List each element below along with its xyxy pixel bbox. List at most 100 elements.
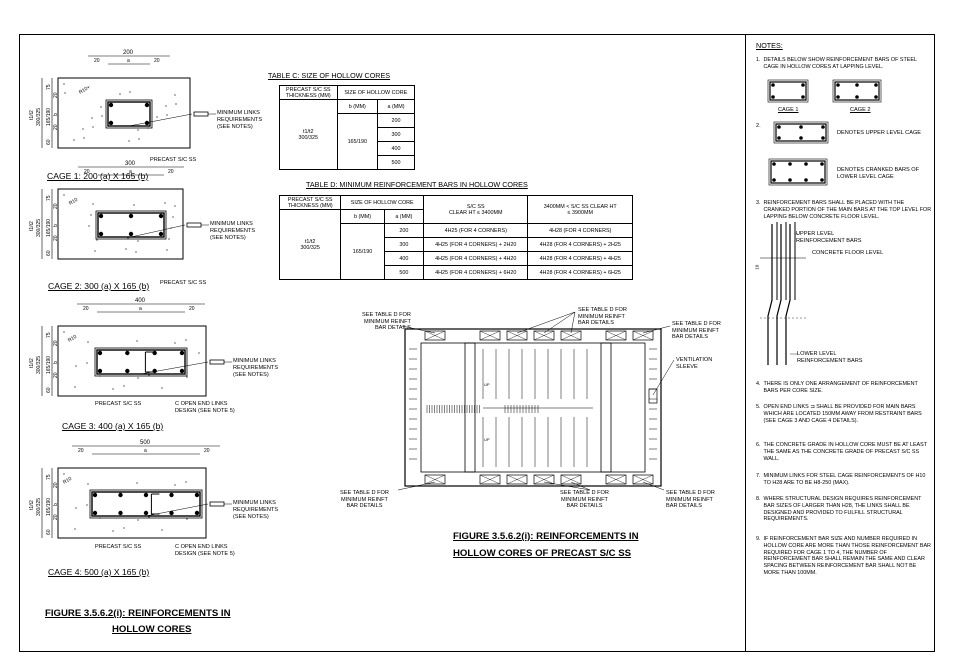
concrete-dot <box>123 385 125 387</box>
note-rebar <box>801 95 805 99</box>
side-dim: 20 <box>53 340 59 346</box>
concrete-dot <box>138 138 140 140</box>
links-note: (SEE NOTES) <box>233 372 269 378</box>
core-box <box>479 474 501 485</box>
concrete-dot <box>83 137 85 139</box>
note-cage2-link <box>834 81 880 101</box>
concrete-dot <box>137 519 139 521</box>
core-box <box>424 474 446 485</box>
cage-edge-dim: 20 <box>83 306 89 312</box>
figure-right-title-line1: FIGURE 3.5.6.2(i): REINFORCEMENTS IN <box>453 531 639 542</box>
cage-edge-dim: 20 <box>189 306 195 312</box>
note-dim-10: 10 <box>754 264 760 270</box>
concrete-dot <box>91 117 93 119</box>
concrete-dot <box>129 91 131 93</box>
concrete-dot <box>135 251 137 253</box>
concrete-dot <box>96 239 98 241</box>
rebar <box>169 510 174 516</box>
side-dim-b: b <box>53 361 59 364</box>
core-box-cross <box>632 330 654 341</box>
concrete-dot <box>174 342 176 344</box>
core-box-cross <box>533 474 555 485</box>
cage-edge-dim: 20 <box>168 169 174 175</box>
side-dim: 20 <box>53 124 59 130</box>
core-box <box>560 474 582 485</box>
core-box <box>479 330 501 341</box>
note-rebar <box>788 162 792 166</box>
links-note: REQUIREMENTS <box>233 507 279 513</box>
rebar <box>143 510 149 516</box>
core-box-cross <box>479 474 501 485</box>
concrete-dot <box>136 482 138 484</box>
note-cranked-cage-outer <box>768 158 828 186</box>
table-c-title: TABLE C: SIZE OF HOLLOW CORES <box>268 71 391 80</box>
rebar <box>125 350 130 356</box>
concrete-dot <box>86 362 88 364</box>
side-dim: 20 <box>53 235 59 241</box>
side-dim: 165/190 <box>46 356 52 374</box>
precast-label: PRECAST S/C SS <box>95 401 142 407</box>
core-box-cross <box>533 330 555 341</box>
rebar <box>125 368 130 374</box>
concrete-dot <box>86 504 88 506</box>
note-rebar <box>772 178 776 182</box>
table-d-c1: 4H25 (FOR 4 CORNERS) + 6H20 <box>423 265 529 280</box>
side-dim: 165/190 <box>46 108 52 126</box>
rebar <box>98 213 104 219</box>
open-end-link <box>144 351 154 373</box>
links-note: MINIMUM LINKS <box>210 221 253 227</box>
cage-width-dim: 300 <box>125 161 136 167</box>
note-7: 7.MINIMUM LINKS FOR STEEL CAGE REINFORCE… <box>756 473 926 486</box>
side-dim: 60 <box>46 387 52 393</box>
concrete-dot <box>125 248 127 250</box>
leader-line <box>128 113 193 127</box>
rebar <box>92 510 98 516</box>
note-rebar <box>799 125 803 129</box>
concrete-dot <box>63 83 65 85</box>
side-dim: 75 <box>46 84 52 90</box>
callout-leader <box>652 359 675 396</box>
cage-edge-dim: 20 <box>84 169 90 175</box>
rebar <box>118 510 123 516</box>
rebar <box>143 492 149 498</box>
links-note: (SEE NOTES) <box>210 235 246 241</box>
note-floor-label: CONCRETE FLOOR LEVEL <box>812 250 884 256</box>
concrete-dot <box>174 94 176 96</box>
note-2-number: 2. <box>756 123 761 129</box>
concrete-dot <box>74 528 76 530</box>
note-3: 3.REINFORCEMENT BARS SHALL BE PLACED WIT… <box>756 200 932 220</box>
concrete-dot <box>164 202 166 204</box>
concrete-dot <box>64 92 66 94</box>
concrete-dot <box>63 473 65 475</box>
concrete-dot <box>165 105 167 107</box>
leader-line <box>130 224 186 238</box>
side-dim: 20 <box>53 203 59 209</box>
concrete-dot <box>75 507 77 509</box>
concrete-dot <box>137 377 139 379</box>
note-cage2-outer <box>832 79 882 103</box>
precast-label: PRECAST S/C SS <box>95 544 142 550</box>
concrete-dot <box>133 204 135 206</box>
cage-wall-outline <box>57 188 184 260</box>
concrete-dot <box>73 139 75 141</box>
concrete-dot <box>112 388 114 390</box>
plan-wall <box>600 342 612 473</box>
rebar <box>152 368 157 374</box>
side-dim: 165/190 <box>46 219 52 237</box>
cage-wall-outline <box>57 325 207 397</box>
side-dim: 75 <box>46 474 52 480</box>
core-box <box>605 474 627 485</box>
concrete-dot <box>101 115 103 117</box>
table-d-title: TABLE D: MINIMUM REINFORCEMENT BARS IN H… <box>306 180 528 189</box>
note-rebar <box>874 95 878 99</box>
core-box-cross <box>424 330 446 341</box>
cage-width-dim: 200 <box>123 50 134 56</box>
note-cage1-label: CAGE 1 <box>778 107 799 113</box>
